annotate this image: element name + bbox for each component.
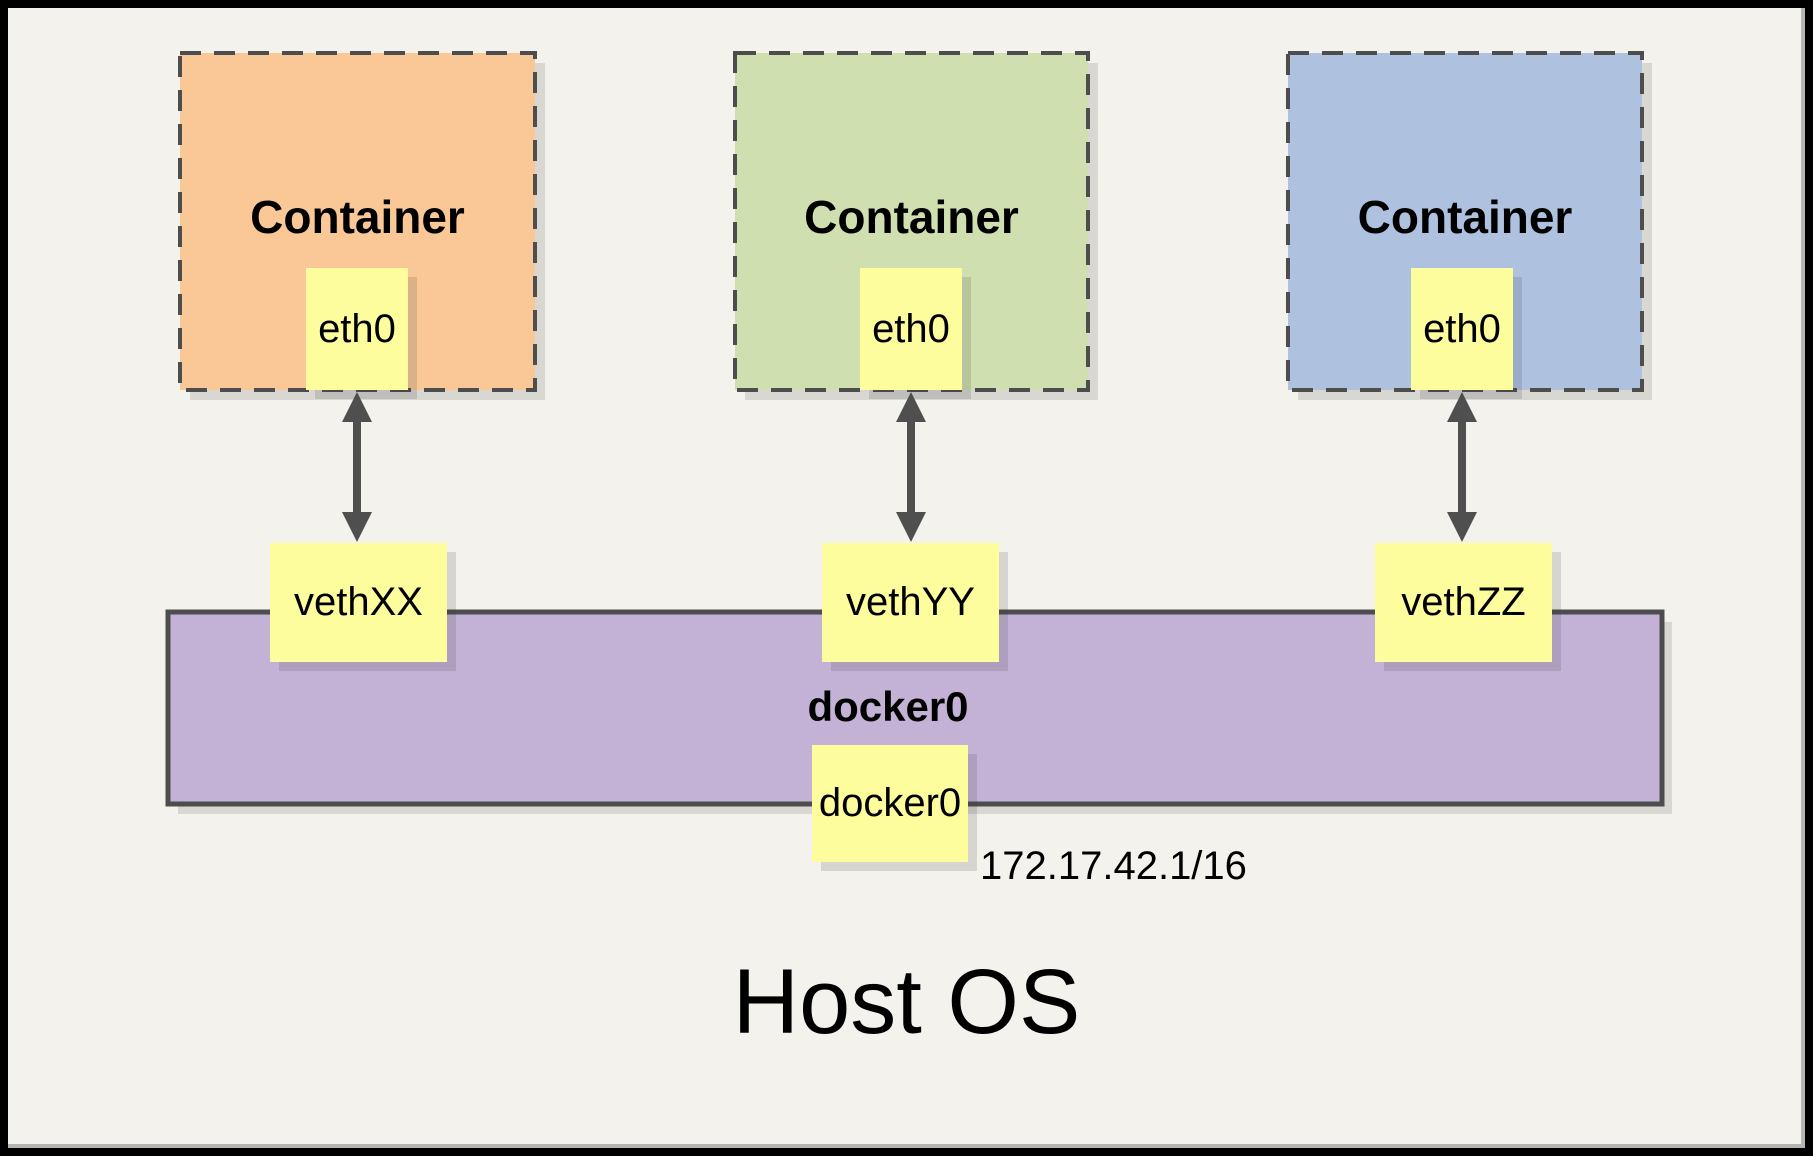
bridge-ip-label: 172.17.42.1/16 <box>980 844 1247 888</box>
veth-zz-box: vethZZ <box>1375 543 1552 662</box>
veth-yy-box: vethYY <box>822 543 999 662</box>
container-3-label: Container <box>1357 191 1573 243</box>
bridge-title: docker0 <box>807 683 969 730</box>
veth-arrow-1 <box>342 392 372 542</box>
container-1-label: Container <box>250 191 465 243</box>
container-2-label: Container <box>804 191 1019 243</box>
container-3-eth0-box: eth0 <box>1411 268 1513 390</box>
veth-xx-box: vethXX <box>270 543 447 662</box>
host-os-label: Host OS <box>732 951 1081 1053</box>
veth-arrow-3 <box>1447 392 1477 542</box>
veth-arrow-2 <box>896 392 926 542</box>
container-2-eth0-box: eth0 <box>860 268 962 390</box>
container-1-eth0-box: eth0 <box>306 268 408 390</box>
docker0-interface-box: docker0 <box>812 745 968 862</box>
